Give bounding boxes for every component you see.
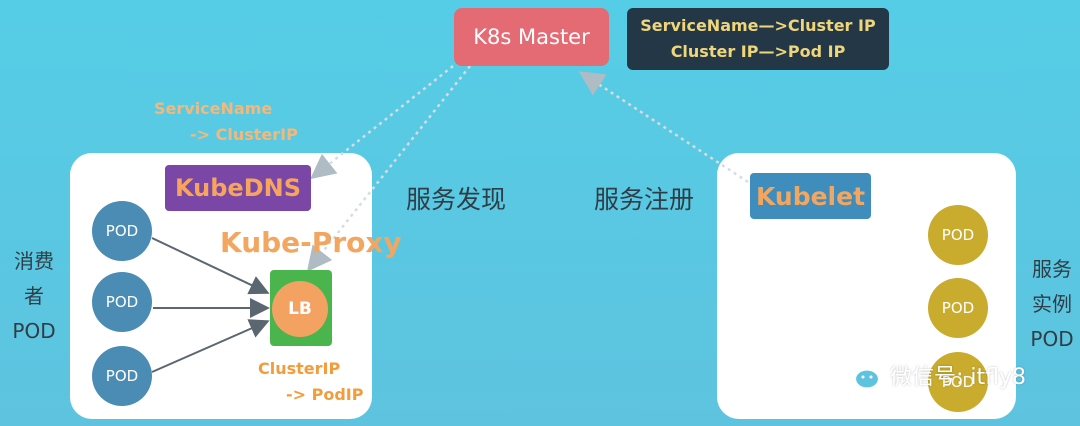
mapping-line-1: ServiceName—>Cluster IP [640, 16, 876, 35]
dns-query-arrow [310, 65, 454, 180]
dns-mapping-line-2: -> ClusterIP [190, 125, 298, 144]
consumer-side-label: 消费 者 POD [6, 244, 62, 349]
pod-label: POD [941, 299, 975, 317]
provider-side-label: 服务 实例 POD [1024, 252, 1080, 357]
provider-pod-2: POD [928, 278, 988, 338]
consumer-side-line-1: 消费 [14, 249, 54, 273]
mapping-box: ServiceName—>Cluster IP Cluster IP—>Pod … [627, 8, 889, 70]
lb-label: LB [288, 299, 312, 319]
register-arrow [578, 71, 749, 184]
pod-label: POD [105, 222, 139, 240]
kubelet-label: Kubelet [755, 181, 866, 211]
consumer-pod-3: POD [92, 346, 152, 406]
clusterip-line-2: -> PodIP [286, 385, 364, 404]
pod-label: POD [941, 373, 975, 391]
load-balancer: LB [272, 281, 328, 337]
consumer-side-line-2: 者 [24, 284, 44, 308]
pod-label: POD [941, 226, 975, 244]
pod-label: POD [105, 293, 139, 311]
consumer-side-line-3: POD [12, 319, 56, 343]
pod-label: POD [105, 367, 139, 385]
watermark-text: 微信号: itfly8 [890, 365, 1027, 390]
kube-proxy-label: Kube-Proxy [220, 226, 402, 259]
service-discovery-label: 服务发现 [406, 185, 507, 214]
provider-side-line-3: POD [1030, 327, 1074, 351]
mapping-line-2: Cluster IP—>Pod IP [670, 42, 846, 61]
k8s-master-node: K8s Master [454, 8, 609, 66]
dns-mapping-line-1: ServiceName [154, 99, 273, 118]
watermark: 微信号: itfly8 [838, 358, 1026, 392]
provider-side-line-1: 服务 [1032, 257, 1072, 281]
dns-mapping-label: ServiceName -> ClusterIP [154, 96, 298, 148]
consumer-pod-2: POD [92, 272, 152, 332]
kubelet-box: Kubelet [750, 173, 871, 219]
proxy-query-arrow [306, 65, 471, 272]
provider-pod-3: POD [928, 352, 988, 412]
consumer-pod-1: POD [92, 201, 152, 261]
wechat-icon [838, 359, 881, 390]
clusterip-line-1: ClusterIP [258, 359, 341, 378]
provider-side-line-2: 实例 [1032, 292, 1072, 316]
kubedns-label: KubeDNS [174, 174, 301, 202]
pod-to-lb-arrow-3 [151, 319, 270, 373]
k8s-master-label: K8s Master [473, 25, 590, 49]
kubedns-box: KubeDNS [165, 165, 311, 211]
service-registration-label: 服务注册 [594, 185, 695, 214]
provider-pod-1: POD [928, 205, 988, 265]
pod-to-lb-arrow-1 [151, 237, 270, 295]
clusterip-mapping-label: ClusterIP -> PodIP [258, 356, 363, 408]
